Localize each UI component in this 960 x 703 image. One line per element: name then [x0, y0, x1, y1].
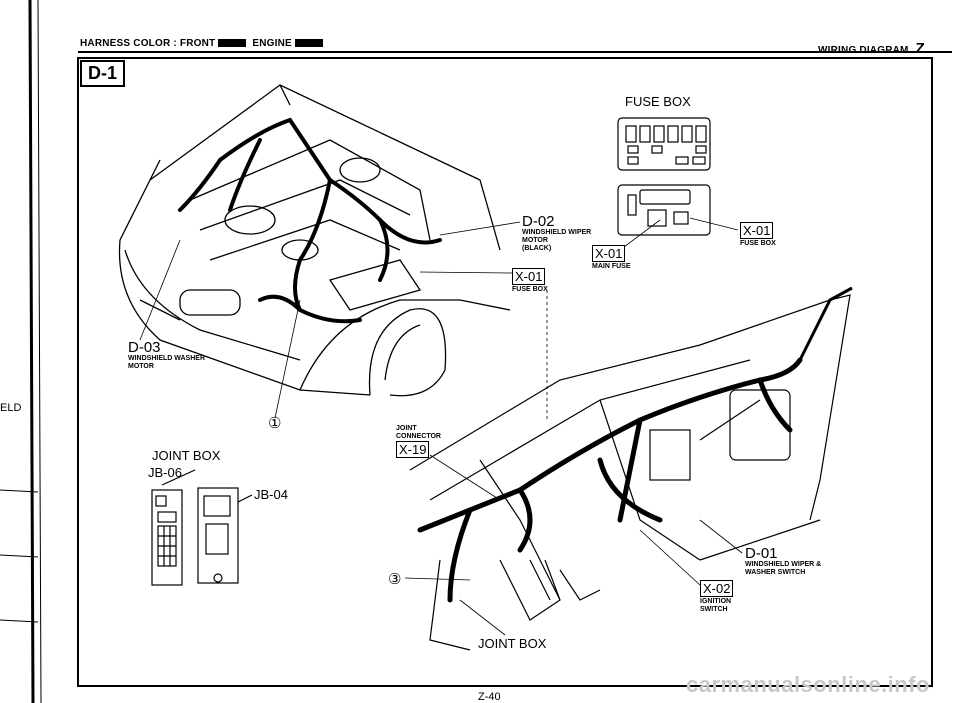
fuse-box-x01-desc: FUSE BOX [740, 240, 776, 247]
front-label: FRONT [179, 38, 216, 49]
d03-desc-line1: WINDSHIELD WASHER [128, 355, 205, 362]
engine-x01-callout: X-01 FUSE BOX [512, 268, 548, 294]
d01-desc-line1: WINDSHIELD WIPER & [745, 561, 822, 568]
page-number: Z-40 [478, 691, 501, 703]
x19-code: X-19 [396, 441, 430, 458]
joint-connector-callout: JOINT CONNECTOR X-19 [396, 425, 441, 459]
engine-bay-illustration [118, 84, 511, 397]
harness-color-separator: : [173, 38, 177, 49]
jb06-label: JB-06 [148, 465, 182, 480]
margin-text: ELD [0, 402, 22, 414]
marker-3: ③ [388, 571, 402, 588]
d02-code: D-02 [522, 213, 555, 230]
engine-label: ENGINE [252, 38, 292, 49]
section-letter: Z [915, 40, 925, 57]
dashboard-joint-box-label: JOINT BOX [478, 636, 547, 651]
d01-code: D-01 [745, 545, 778, 562]
engine-color-swatch [294, 39, 323, 48]
fuse-box-x01-callout: X-01 FUSE BOX [740, 222, 776, 248]
x02-desc-line2: SWITCH [700, 606, 728, 613]
fuse-box-x01-code: X-01 [740, 222, 774, 239]
engine-x01-code: X-01 [512, 268, 546, 285]
fuse-box-title: FUSE BOX [625, 94, 691, 109]
joint-box-left-title: JOINT BOX [152, 448, 221, 463]
d02-desc-line1: WINDSHIELD WIPER [522, 229, 592, 236]
main-fuse-desc: MAIN FUSE [592, 263, 631, 270]
marker-1: ① [268, 415, 282, 432]
d03-callout: D-03 WINDSHIELD WASHER MOTOR [128, 340, 205, 371]
diagram-title-text: WIRING DIAGRAM [818, 45, 909, 56]
watermark: carmanualsonline.info [686, 672, 930, 697]
joint-connector-line1: JOINT [396, 425, 417, 432]
d02-callout: D-02 WINDSHIELD WIPER MOTOR (BLACK) [522, 214, 591, 253]
engine-harness [178, 117, 442, 324]
d01-callout: D-01 WINDSHIELD WIPER & WASHER SWITCH [745, 546, 821, 577]
diagram-title: WIRING DIAGRAM Z [818, 40, 925, 57]
d01-desc-line2: WASHER SWITCH [745, 569, 806, 576]
jb04-label: JB-04 [254, 487, 288, 502]
harness-color-legend: HARNESS COLOR : FRONT ENGINE [80, 38, 326, 49]
joint-connector-line2: CONNECTOR [396, 433, 441, 440]
dashboard-illustration [409, 294, 851, 651]
joint-box-illustration [151, 469, 253, 586]
main-fuse-code: X-01 [592, 245, 626, 262]
d03-desc-line2: MOTOR [128, 363, 154, 370]
harness-color-label: HARNESS COLOR [80, 38, 171, 49]
dashboard-harness [417, 357, 803, 603]
front-color-swatch [218, 39, 247, 48]
x02-callout: X-02 IGNITION SWITCH [700, 580, 734, 614]
d03-code: D-03 [128, 339, 161, 356]
engine-x01-desc: FUSE BOX [512, 286, 548, 293]
fuse-box-illustration [617, 117, 711, 236]
main-fuse-callout: X-01 MAIN FUSE [592, 245, 631, 271]
d02-desc-line3: (BLACK) [522, 245, 552, 252]
page-id-box: D-1 [80, 60, 126, 87]
d02-desc-line2: MOTOR [522, 237, 548, 244]
x02-code: X-02 [700, 580, 734, 597]
x02-desc-line1: IGNITION [700, 598, 732, 605]
